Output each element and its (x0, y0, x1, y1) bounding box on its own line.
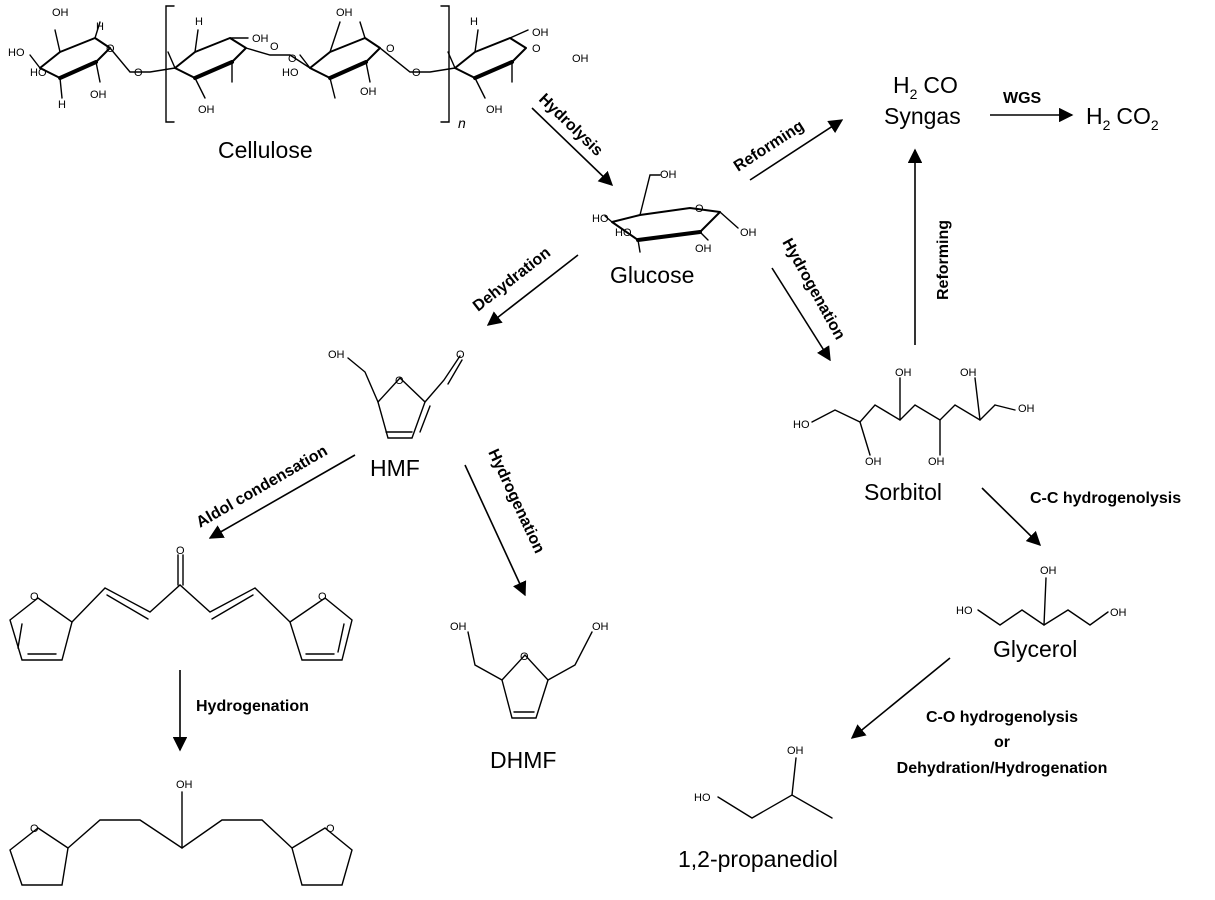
wgs-label: WGS (1003, 90, 1042, 107)
cellulose-ring-o-3: O (386, 43, 395, 55)
glycerol-label: Glycerol (993, 636, 1077, 662)
propanediol-label: 1,2-propanediol (678, 846, 838, 872)
dhmf-structure: OH OH O DHMF (450, 621, 609, 773)
dehydration-arrow (486, 254, 579, 326)
dehydration-hydrogenation-label: Dehydration/Hydrogenation (897, 760, 1108, 777)
dhmf-oh-left: OH (450, 621, 467, 633)
hydrogenated-ring-o-left: O (30, 823, 39, 835)
hydrolysis-arrow (531, 107, 614, 186)
sorbitol-oh-1: OH (865, 456, 882, 468)
polymer-n: n (458, 115, 466, 131)
hydrogenation-hmf-arrow (464, 464, 527, 597)
cellulose-oh-9: OH (486, 104, 503, 116)
cellulose-h-4: H (470, 16, 478, 28)
dhmf-oh-right: OH (592, 621, 609, 633)
cellulose-oh-8: OH (572, 53, 589, 65)
glucose-oh-top: OH (660, 169, 677, 181)
co-hydrogenolysis-arrow (850, 657, 951, 739)
cellulose-h-2: H (96, 21, 104, 33)
cellulose-link-o-3: O (412, 67, 421, 79)
glucose-label: Glucose (610, 262, 694, 288)
propanediol-oh: OH (787, 745, 804, 757)
glucose-ho-2: HO (615, 227, 632, 239)
cellulose-ho-3: HO (282, 67, 299, 79)
cellulose-ho-1: HO (8, 47, 25, 59)
cellulose-label: Cellulose (218, 137, 313, 163)
glycerol-ho: HO (956, 605, 973, 617)
cellulose-h-3: H (195, 16, 203, 28)
cc-hydrogenolysis-label: C-C hydrogenolysis (1030, 490, 1181, 507)
sorbitol-oh-3: OH (928, 456, 945, 468)
propanediol-structure: HO OH 1,2-propanediol (678, 745, 838, 872)
glycerol-oh-right: OH (1110, 607, 1127, 619)
cellulose-structure: OH HO HO OH O O H H H OH OH O O OH HO OH… (8, 5, 589, 163)
hmf-ring-o: O (395, 375, 404, 387)
hydrogenated-aldol-structure: OH O O (9, 779, 353, 886)
aldol-condensation-arrow (208, 454, 356, 539)
glucose-structure: OH HO HO OH OH O Glucose (592, 169, 757, 288)
hydrogenated-ring-o-right: O (326, 823, 335, 835)
dhmf-ring-o: O (520, 651, 529, 663)
hydrogenation-aldol-label: Hydrogenation (196, 698, 309, 715)
cellulose-ring-o-1: O (106, 43, 115, 55)
cellulose-ring-o-2: O (270, 41, 279, 53)
glucose-oh-right: OH (740, 227, 757, 239)
dehydration-label: Dehydration (470, 244, 554, 315)
sorbitol-oh-5: OH (1018, 403, 1035, 415)
cellulose-ring-o-4: O (532, 43, 541, 55)
glycerol-oh-top: OH (1040, 565, 1057, 577)
aldol-condensation-label: Aldol condensation (194, 443, 331, 532)
syngas-label: Syngas (884, 103, 961, 129)
sorbitol-structure: HO OH OH OH OH OH Sorbitol (793, 367, 1035, 505)
glycerol-structure: HO OH OH Glycerol (956, 565, 1127, 662)
cellulose-link-o-1: O (134, 67, 143, 79)
hmf-aldehyde-o: O (456, 349, 465, 361)
aldol-ring-o-left: O (30, 591, 39, 603)
or-label: or (994, 734, 1010, 751)
aldol-product-structure: O O O (9, 545, 353, 661)
co-hydrogenolysis-label: C-O hydrogenolysis (926, 709, 1078, 726)
sorbitol-label: Sorbitol (864, 479, 942, 505)
cellulose-oh-6: OH (360, 86, 377, 98)
hydrogenation-hmf-label: Hydrogenation (484, 447, 547, 556)
aldol-ring-o-right: O (318, 591, 327, 603)
dhmf-label: DHMF (490, 747, 556, 773)
cellulose-link-o-2: O (288, 53, 297, 65)
glucose-ring-o: O (695, 203, 704, 215)
hydrogenation-glucose-label: Hydrogenation (779, 236, 849, 343)
hmf-oh: OH (328, 349, 345, 361)
sorbitol-oh-2: OH (895, 367, 912, 379)
hmf-label: HMF (370, 455, 420, 481)
cellulose-oh-3: OH (252, 33, 269, 45)
aldol-ketone-o: O (176, 545, 185, 557)
hydrogenated-oh: OH (176, 779, 193, 791)
hydrolysis-label: Hydrolysis (535, 91, 606, 160)
sorbitol-oh-4: OH (960, 367, 977, 379)
glucose-oh-bottom: OH (695, 243, 712, 255)
sorbitol-ho: HO (793, 419, 810, 431)
reforming-right-label: Reforming (935, 220, 952, 300)
cellulose-ho-2: HO (30, 67, 47, 79)
cellulose-h-1: H (58, 99, 66, 111)
hydrogenation-glucose-arrow (771, 267, 831, 362)
cellulose-oh-4: OH (198, 104, 215, 116)
glucose-ho-1: HO (592, 213, 609, 225)
cellulose-oh-2: OH (90, 89, 107, 101)
cellulose-oh-5: OH (336, 7, 353, 19)
propanediol-ho: HO (694, 792, 711, 804)
hmf-structure: OH O O HMF (328, 349, 465, 481)
cellulose-oh-1: OH (52, 7, 69, 19)
reforming-glucose-arrow (749, 119, 844, 181)
cc-hydrogenolysis-arrow (981, 487, 1042, 547)
cellulose-oh-7: OH (532, 27, 549, 39)
